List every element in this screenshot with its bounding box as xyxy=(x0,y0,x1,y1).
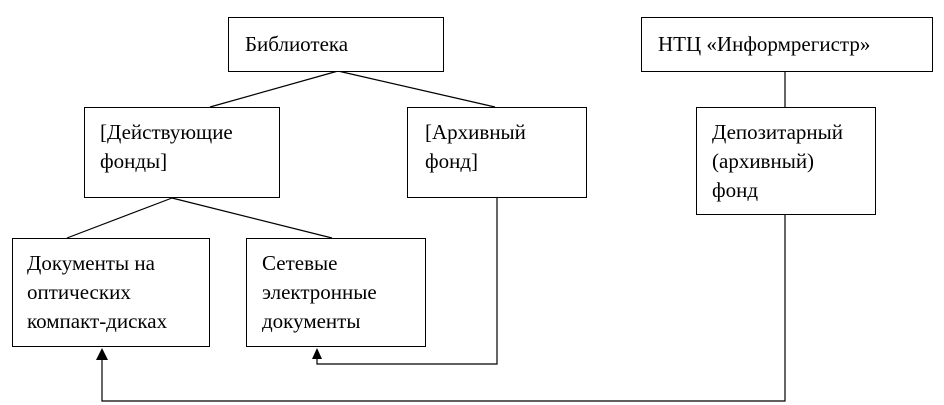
line-archive-to-network-docs xyxy=(316,198,498,365)
library-label: Библиотека xyxy=(245,32,349,56)
ntc-box: НТЦ «Информрегистр» xyxy=(641,17,933,72)
network-docs-box: Сетевые электронные документы xyxy=(246,238,426,347)
optical-docs-box: Документы на оптических компакт-дисках xyxy=(12,238,210,347)
archive-fund-label: [Архивный фонд] xyxy=(425,120,526,173)
archive-fund-box: [Архивный фонд] xyxy=(407,107,587,198)
line-active-funds-to-optical-docs xyxy=(66,197,173,239)
arrow-head-optical-docs xyxy=(96,348,108,360)
deposit-fund-label: Депозитарный (архивный) фонд xyxy=(712,120,844,202)
arrow-head-network-docs xyxy=(312,348,322,359)
ntc-label: НТЦ «Информрегистр» xyxy=(658,32,871,56)
active-funds-label: [Действующие фонды] xyxy=(100,120,233,173)
optical-docs-label: Документы на оптических компакт-дисках xyxy=(27,251,168,333)
line-active-funds-to-network-docs xyxy=(171,197,333,239)
line-deposit-to-optical-docs xyxy=(101,215,786,402)
library-box: Библиотека xyxy=(228,17,444,72)
deposit-fund-box: Депозитарный (архивный) фонд xyxy=(696,107,876,215)
line-library-to-archive-fund xyxy=(337,70,496,108)
line-library-to-active-funds xyxy=(209,70,339,108)
active-funds-box: [Действующие фонды] xyxy=(84,107,280,198)
network-docs-label: Сетевые электронные документы xyxy=(262,251,377,333)
